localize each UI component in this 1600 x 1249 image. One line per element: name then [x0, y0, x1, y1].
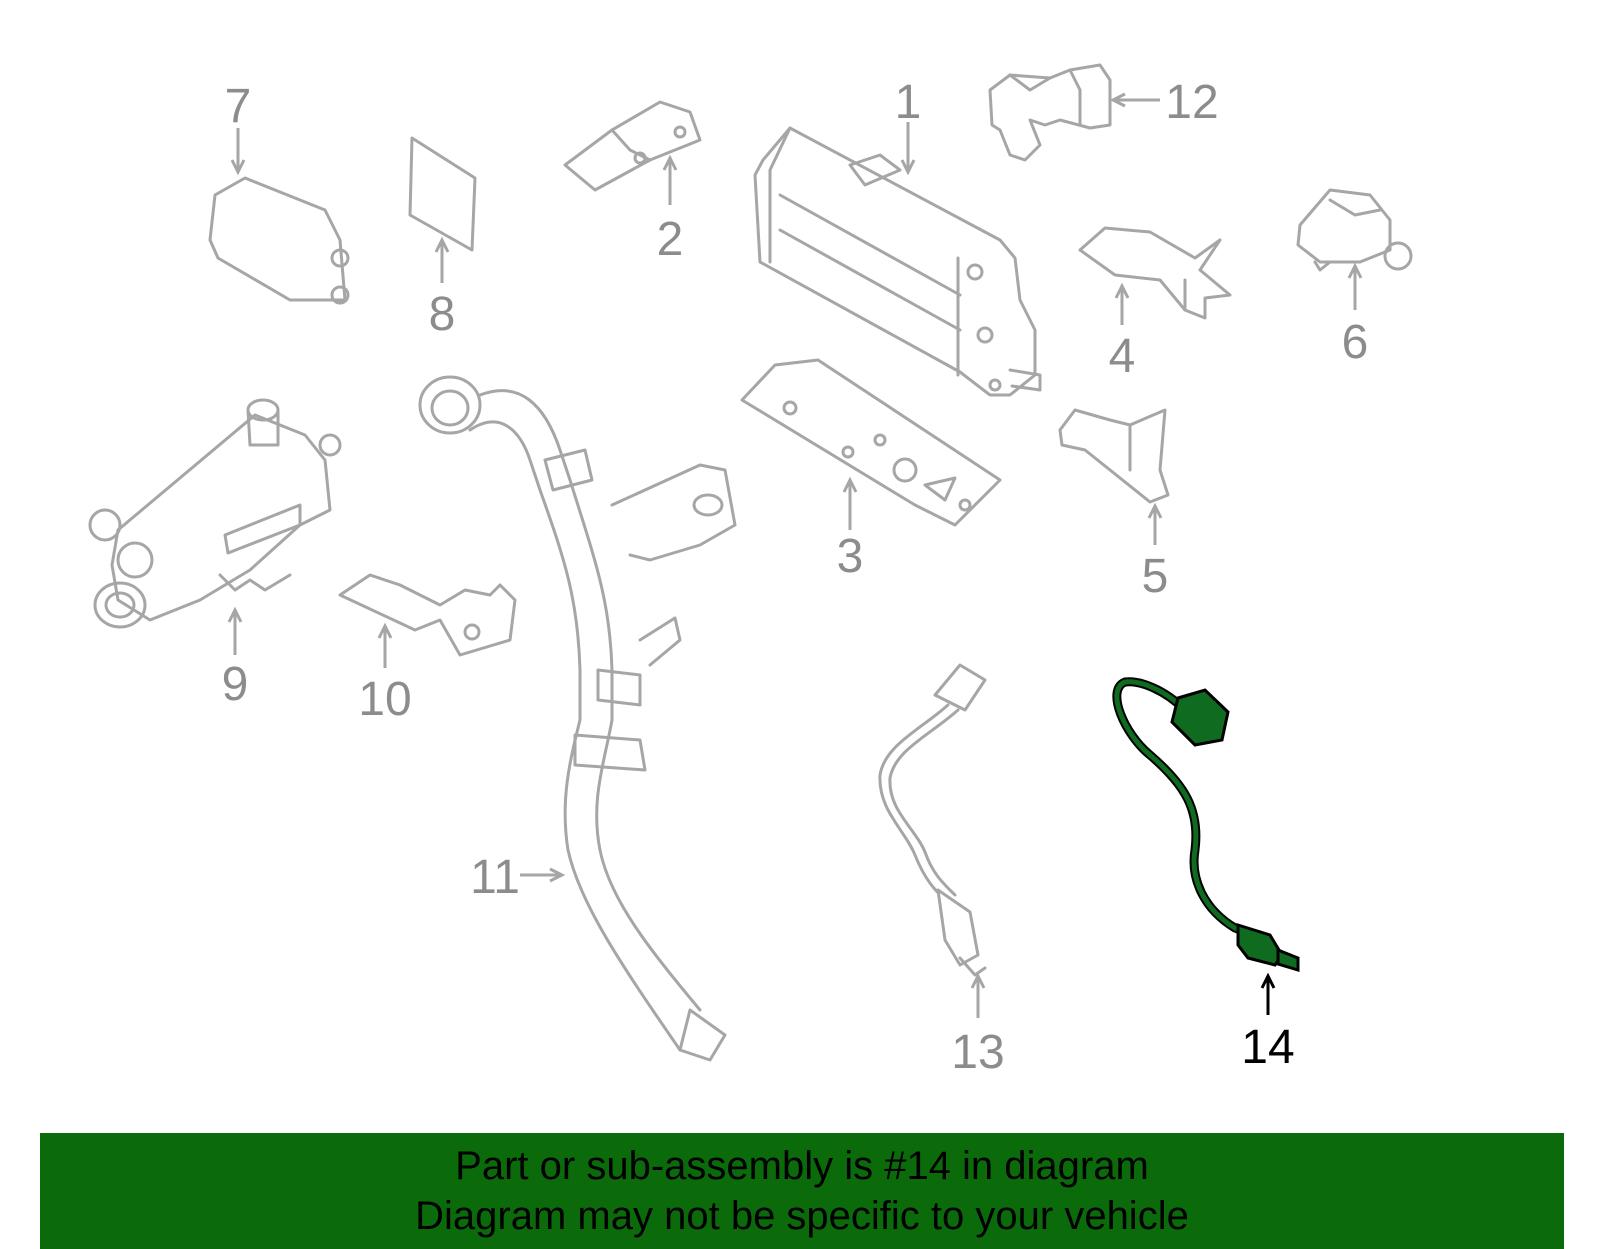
part-14-oxygen-sensor	[1112, 677, 1300, 973]
part-10-bracket	[338, 573, 517, 657]
banner-line-1: Part or sub-assembly is #14 in diagram	[455, 1144, 1149, 1188]
part-7-module	[208, 176, 350, 305]
part-2-bracket	[563, 100, 702, 192]
callout-3: 3	[837, 476, 864, 583]
part-4-bracket	[1078, 226, 1232, 320]
part-1-canister	[753, 126, 1042, 397]
callout-label-7: 7	[225, 80, 252, 133]
callout-label-5: 5	[1142, 550, 1169, 603]
callout-label-6: 6	[1342, 316, 1369, 369]
callout-label-3: 3	[837, 530, 864, 583]
callout-label-4: 4	[1109, 330, 1136, 383]
callout-label-13: 13	[951, 1026, 1004, 1079]
callout-9: 9	[222, 606, 249, 711]
callout-14: 14	[1241, 972, 1295, 1074]
part-12-sensor	[988, 63, 1112, 162]
callout-label-10: 10	[358, 673, 411, 726]
part-9-valve	[88, 398, 342, 629]
part-8-label	[408, 136, 477, 252]
callout-10: 10	[358, 622, 412, 726]
info-banner: Part or sub-assembly is #14 in diagram D…	[40, 1133, 1564, 1249]
part-13-oxygen-sensor	[878, 663, 987, 977]
callout-8: 8	[429, 236, 456, 341]
callout-6: 6	[1342, 262, 1369, 369]
callout-1: 1	[895, 76, 922, 176]
callout-2: 2	[657, 154, 684, 266]
callout-11: 11	[470, 851, 566, 904]
callout-13: 13	[951, 972, 1005, 1079]
callout-5: 5	[1142, 502, 1169, 603]
callout-7: 7	[225, 80, 252, 176]
part-5-bracket	[1058, 408, 1170, 504]
banner-line-2: Diagram may not be specific to your vehi…	[415, 1194, 1189, 1238]
part-6-sensor	[1296, 188, 1413, 272]
callout-label-1: 1	[895, 76, 922, 129]
callout-12: 12	[1109, 76, 1219, 129]
part-3-plate	[740, 358, 1002, 527]
callout-label-11: 11	[470, 851, 520, 904]
callout-label-12: 12	[1165, 76, 1218, 129]
callout-4: 4	[1109, 282, 1136, 383]
callout-label-14: 14	[1241, 1021, 1294, 1074]
part-11-hose	[418, 375, 737, 1062]
callout-label-9: 9	[222, 658, 249, 711]
callout-label-2: 2	[657, 213, 684, 266]
callout-label-8: 8	[429, 288, 456, 341]
